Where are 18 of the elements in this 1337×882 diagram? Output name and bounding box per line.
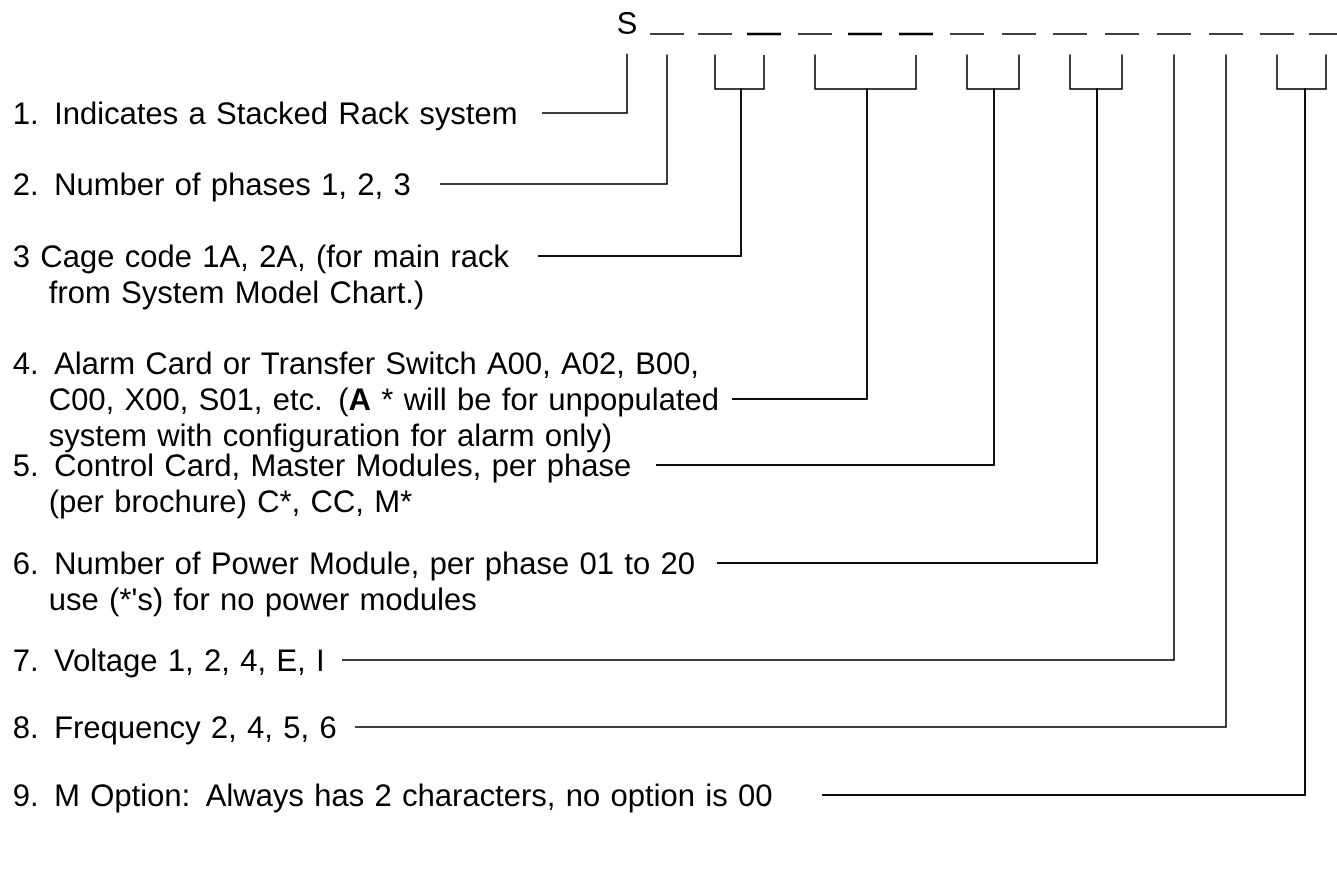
description-text: 1. Indicates a Stacked Rack system — [15, 101, 516, 131]
leader-line — [731, 54, 917, 400]
description-text: 2. Number of phases 1, 2, 3 — [14, 172, 410, 202]
leader-line — [341, 53, 1175, 661]
leader-line — [439, 53, 668, 185]
leader-line — [354, 53, 1227, 728]
description-text: 4. Alarm Card or Transfer Switch A00, A02, B00, C00, X00, S01, etc. (A * will be for unpopulated system with configuration for alarm only) — [13, 351, 717, 453]
description-text: 7. Voltage 1, 2, 4, E, I — [14, 648, 322, 678]
description-text: 5. Control Card, Master Modules, per phase (per brochure) C*, CC, M* — [14, 453, 630, 519]
code-slot — [899, 32, 933, 36]
code-letter: S — [618, 12, 636, 34]
code-slot — [747, 32, 781, 36]
description-text: 9. M Option: Always has 2 characters, no option is 00 — [14, 783, 772, 813]
description-text: 6. Number of Power Module, per phase 01 to 20 use (*'s) for no power modules — [14, 551, 694, 617]
code-slot — [848, 32, 882, 36]
description-text: 8. Frequency 2, 4, 5, 6 — [14, 716, 336, 745]
leader-line — [541, 52, 628, 114]
description-text: 3 Cage code 1A, 2A, (for main rack from System Model Chart.) — [13, 244, 509, 310]
